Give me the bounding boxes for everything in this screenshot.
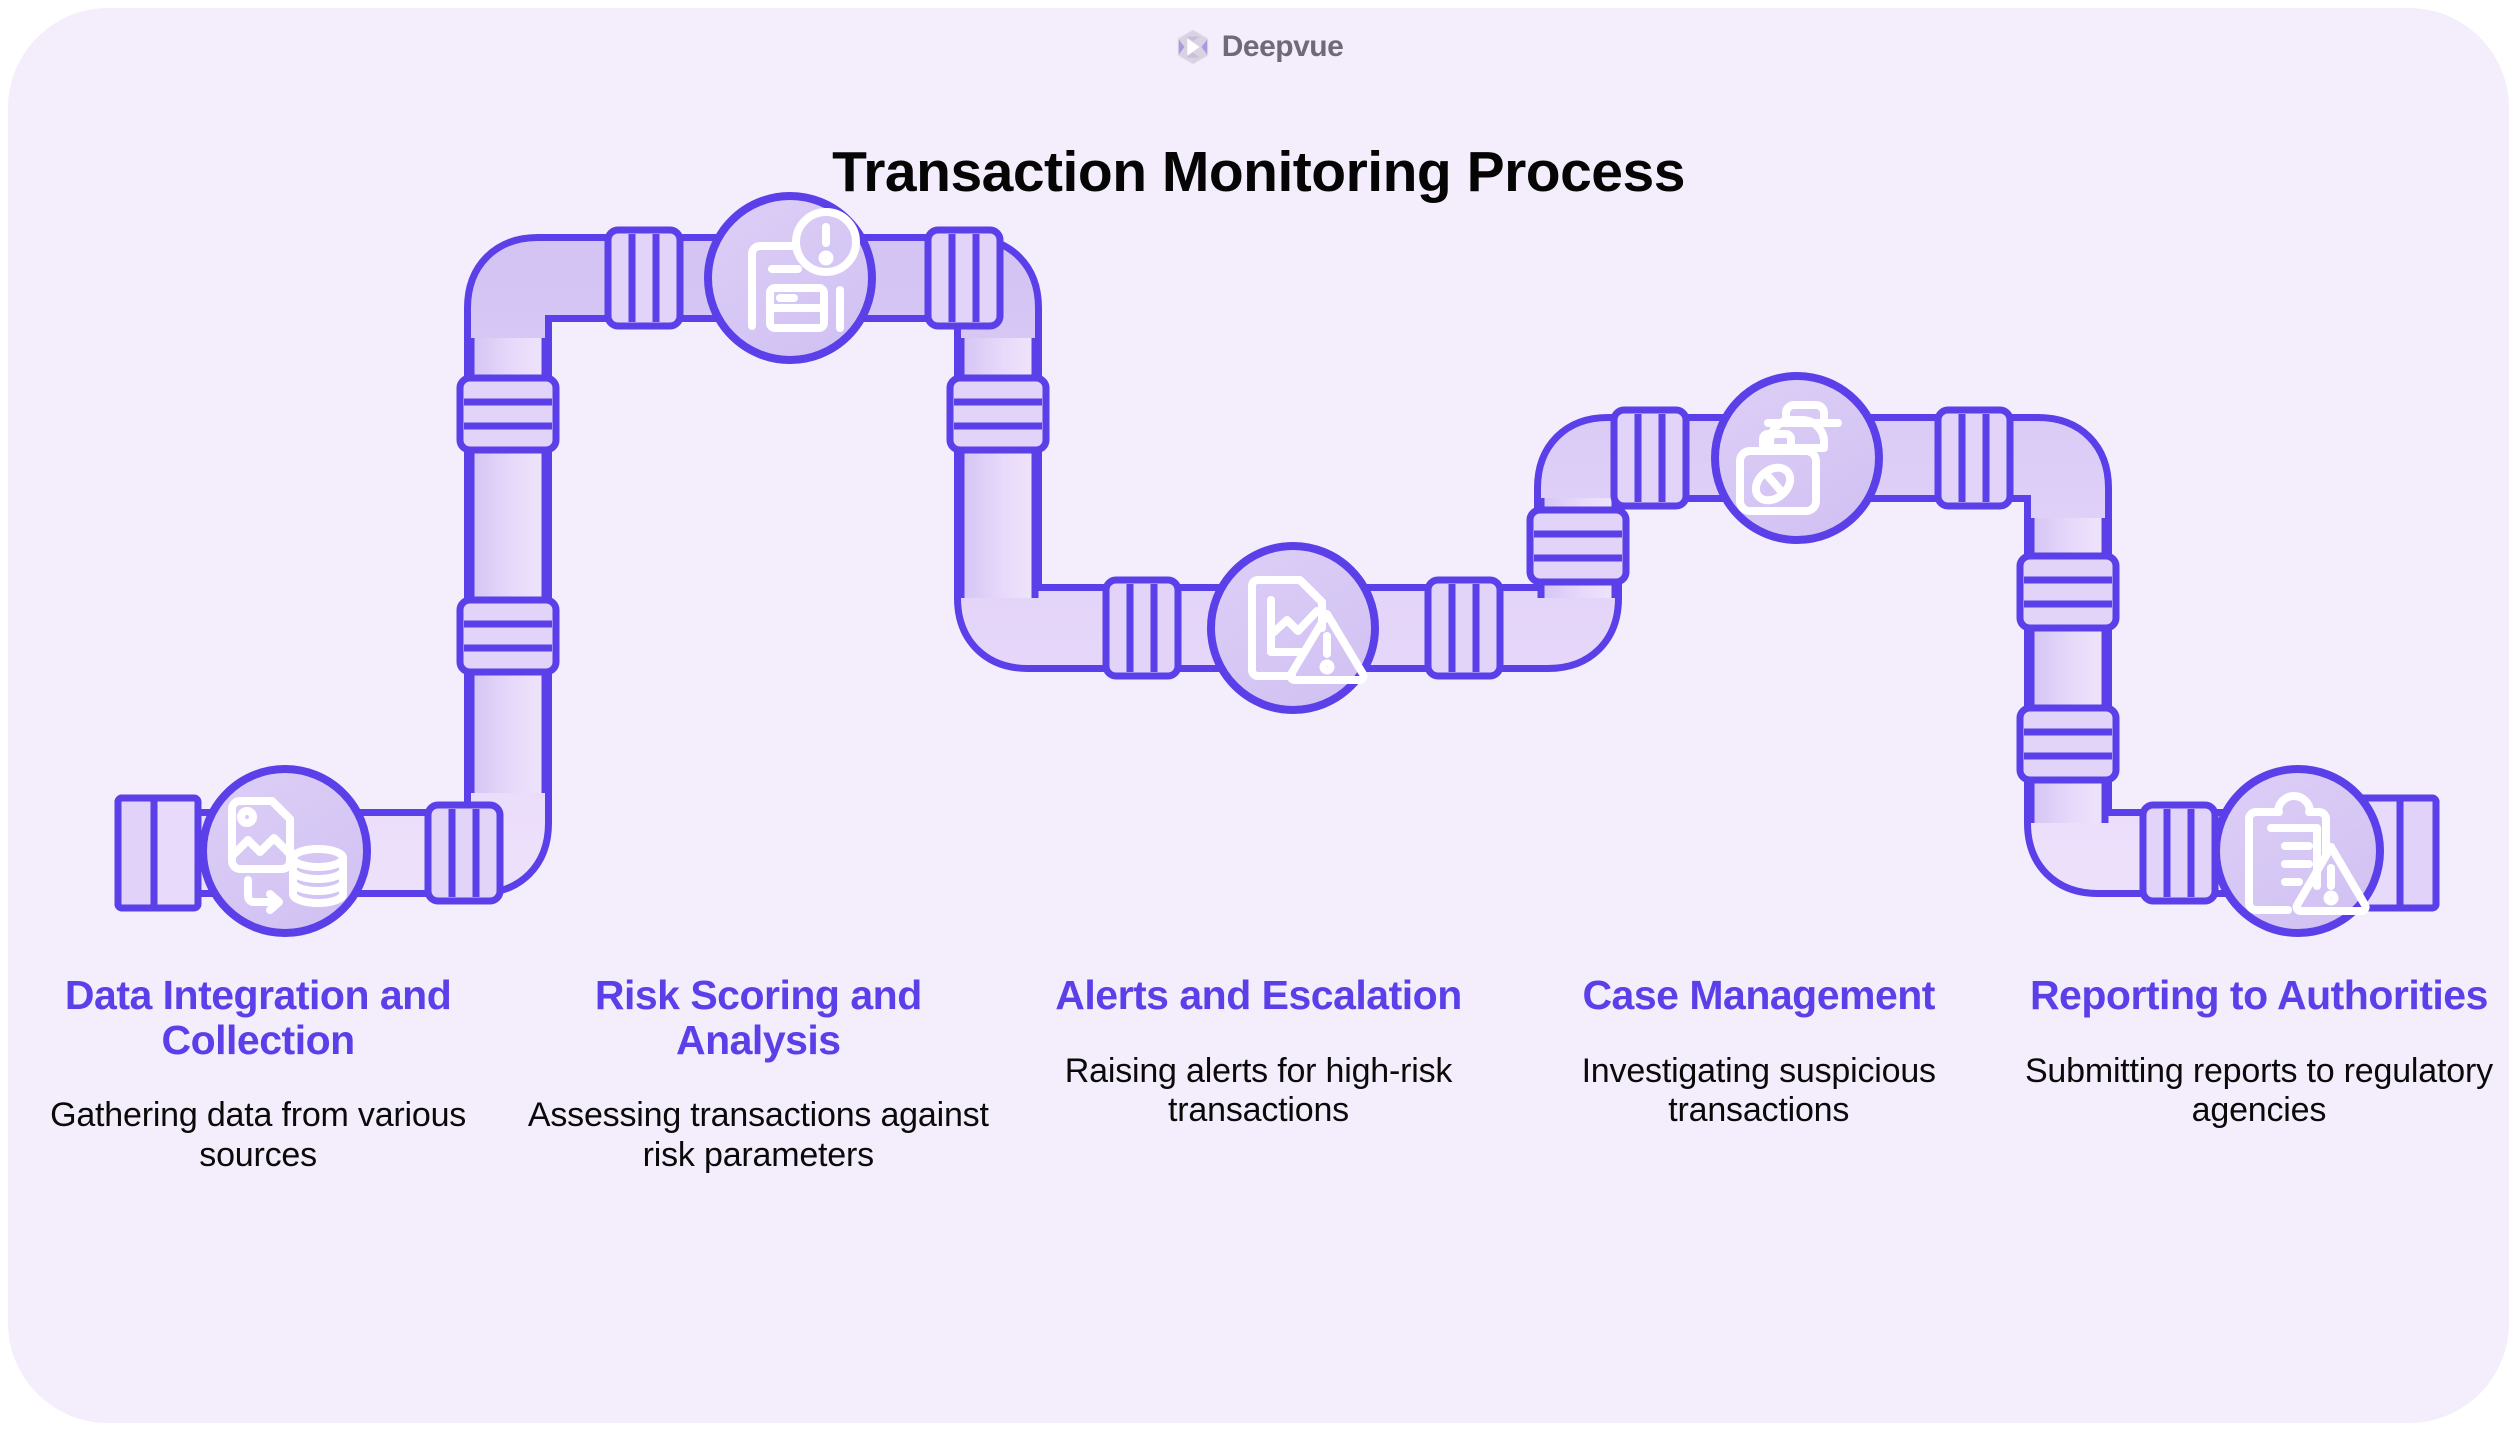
image-file-to-database-icon [228,797,347,914]
clipboard-warning-icon [2245,792,2370,915]
detective-briefcase-icon [1736,401,1842,515]
pipe-joint-collars-horizontal [424,226,2219,905]
step-label-row: Data Integration and Collection Gatherin… [8,973,2509,1176]
step-label-3: Alerts and Escalation Raising alerts for… [1008,973,1508,1176]
step-title-1: Data Integration and Collection [64,972,452,1063]
page-title: Transaction Monitoring Process [832,140,1685,205]
step-label-1: Data Integration and Collection Gatherin… [8,973,508,1176]
pipe-end-flange-left [114,794,202,912]
brand-name: Deepvue [1221,30,1344,63]
step-node-4[interactable] [1711,372,1883,544]
brand-logo: Deepvue [8,28,2509,66]
step-description-2: Assessing transactions against risk para… [527,1096,989,1175]
step-description-1: Gathering data from various sources [50,1096,467,1175]
step-title-5: Reporting to Authorities [2029,972,2488,1018]
hexagon-logo-icon [1177,29,1209,65]
step-description-4: Investigating suspicious transactions [1581,1051,1936,1130]
step-node-2[interactable] [704,192,876,364]
pipe-joint-collars-vertical [456,374,2120,784]
step-node-5[interactable] [2212,765,2384,937]
step-node-1[interactable] [199,765,371,937]
step-title-4: Case Management [1582,972,1935,1018]
step-node-3[interactable] [1207,542,1379,714]
step-label-5: Reporting to Authorities Submitting repo… [2009,973,2509,1176]
step-description-3: Raising alerts for high-risk transaction… [1064,1051,1453,1130]
step-description-5: Submitting reports to regulatory agencie… [2024,1051,2493,1130]
pipeline-diagram [114,192,2440,937]
step-title-3: Alerts and Escalation [1055,972,1462,1018]
chart-document-warning-icon [1248,576,1368,684]
step-label-2: Risk Scoring and Analysis Assessing tran… [508,973,1008,1176]
step-label-4: Case Management Investigating suspicious… [1509,973,2009,1176]
step-title-2: Risk Scoring and Analysis [594,972,922,1063]
document-list-alert-icon [748,208,860,332]
infographic-card: Deepvue Transaction Monitoring Process [8,8,2509,1423]
